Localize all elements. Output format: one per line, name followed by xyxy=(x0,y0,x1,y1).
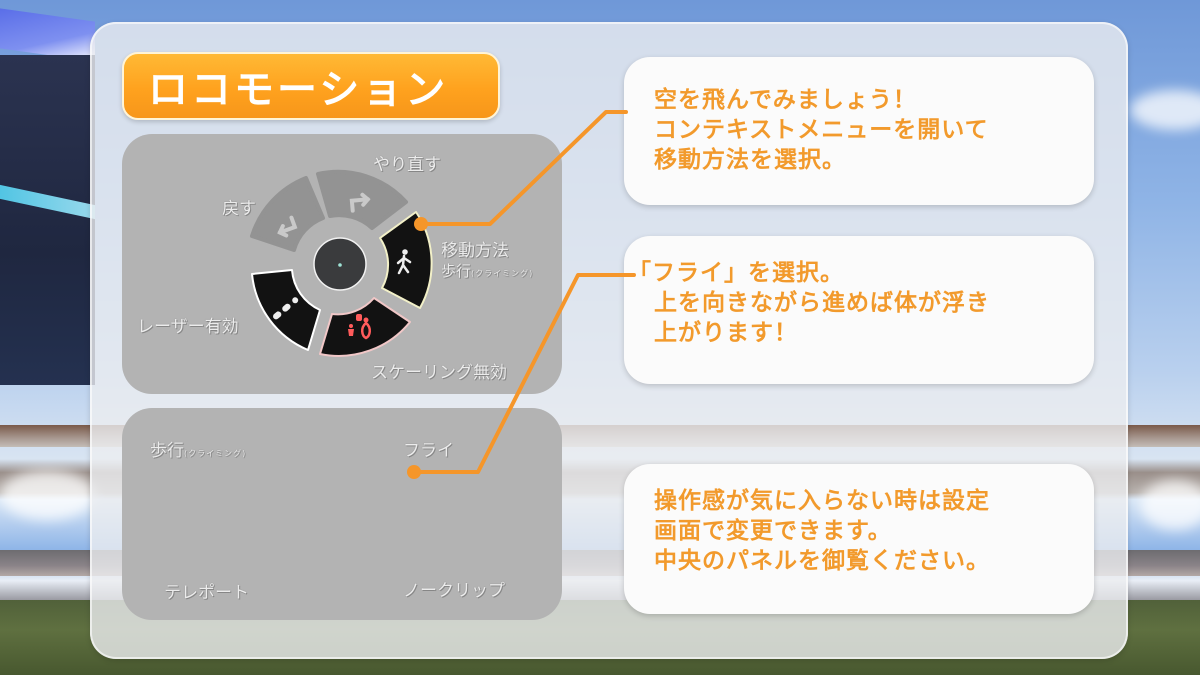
page-title: ロコモーション xyxy=(148,67,449,113)
fly-label: フライ xyxy=(403,441,454,461)
callout-line: 中央のパネルを御覧ください。 xyxy=(654,548,990,574)
callout-settings-hint: 操作感が気に入らない時は設定 画面で変更できます。 中央のパネルを御覧ください。 xyxy=(624,464,1094,614)
movement-current-label: 歩行(クライミング) xyxy=(441,262,534,280)
cursor-icon xyxy=(338,263,342,267)
background-cloud xyxy=(0,470,95,520)
callout-select-fly: 「フライ」を選択。 上を向きながら進めば体が浮き 上がります！ xyxy=(624,236,1094,384)
undo-arrow-icon xyxy=(277,215,298,238)
callout-line: 「フライ」を選択。 xyxy=(628,260,844,286)
scaling-segment[interactable] xyxy=(319,297,411,357)
callout-open-menu: 空を飛んでみましょう！ コンテキストメニューを開いて 移動方法を選択。 xyxy=(624,57,1094,205)
walk-label: 歩行(クライミング) xyxy=(150,441,247,461)
callout-line: 上がります！ xyxy=(654,320,798,346)
background-cloud xyxy=(1130,90,1200,130)
laser-dots-icon xyxy=(273,297,299,320)
movement-method-label: 移動方法 xyxy=(441,241,509,261)
background-building xyxy=(0,55,95,385)
scaling-label: スケーリング無効 xyxy=(371,363,507,383)
background-cloud xyxy=(1140,480,1200,530)
callout-line: 上を向きながら進めば体が浮き xyxy=(654,290,990,316)
callout-line: 操作感が気に入らない時は設定 xyxy=(654,488,990,514)
scaling-figures-icon xyxy=(348,314,371,340)
callout-line: 空を飛んでみましょう！ xyxy=(654,87,917,113)
callout-line: 移動方法を選択。 xyxy=(654,147,846,173)
undo-segment[interactable] xyxy=(250,176,325,252)
teleport-label: テレポート xyxy=(164,583,249,603)
walking-person-icon xyxy=(396,249,412,275)
redo-arrow-icon xyxy=(349,192,371,213)
laser-label: レーザー有効 xyxy=(137,317,239,337)
redo-label: やり直す xyxy=(373,155,441,175)
noclip-label: ノークリップ xyxy=(403,581,505,601)
undo-label: 戻す xyxy=(222,199,256,219)
title-badge: ロコモーション xyxy=(122,52,500,120)
callout-line: 画面で変更できます。 xyxy=(654,518,892,544)
callout-line: コンテキストメニューを開いて xyxy=(654,117,989,143)
